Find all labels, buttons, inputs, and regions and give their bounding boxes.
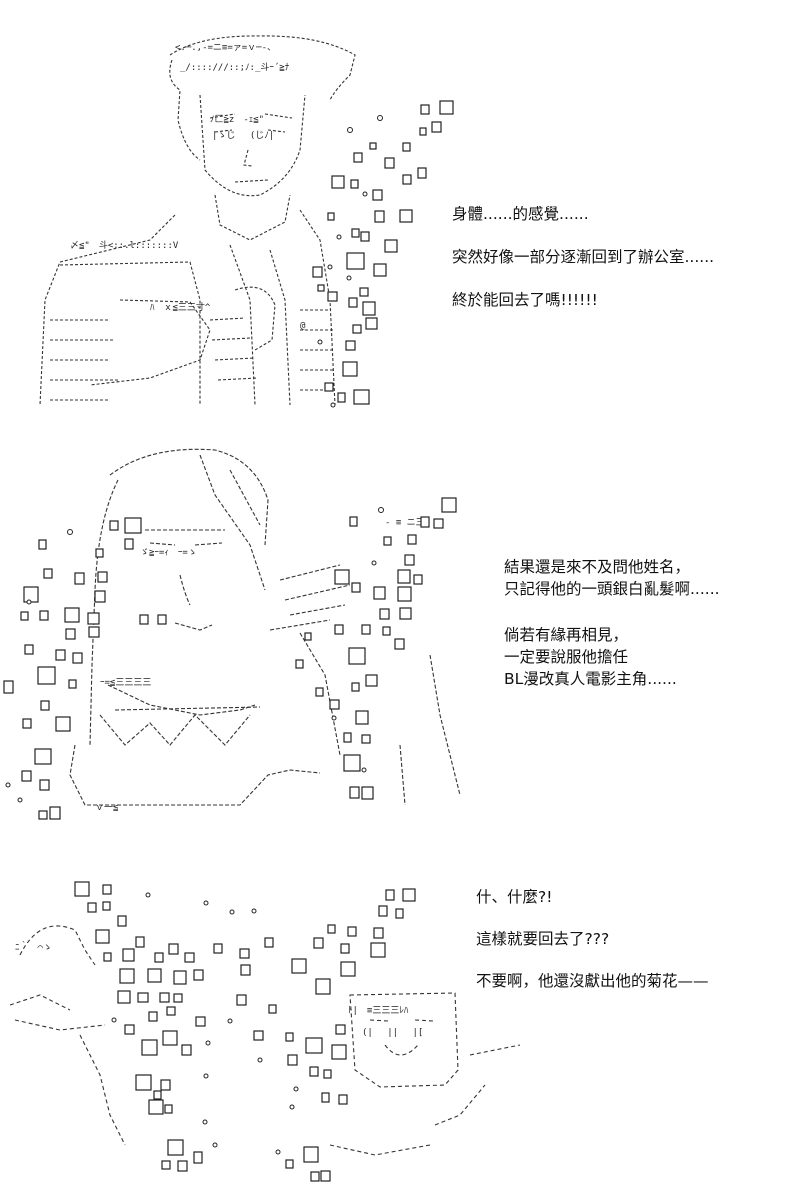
ascii-art-woman-dissolving: ゞ≧ｰ=ｨ ｰ=ゝ - ≡ ニ三 ｰ=≦三三三三 ｖ一≦ [3, 448, 461, 820]
svg-text:<.─.,‐=ニ≡=ァ=ｖ─-、: <.─.,‐=ニ≡=ァ=ｖ─-、 [175, 43, 276, 53]
panel-2: ゞ≧ｰ=ｨ ｰ=ゝ - ≡ ニ三 ｰ=≦三三三三 ｖ一≦ [0, 415, 800, 845]
narration-line: 突然好像一部分逐漸回到了辦公室...... [452, 248, 715, 266]
svg-text:ｖ一≦: ｖ一≦ [95, 803, 119, 813]
narration-line: 只記得他的一頭銀白亂髮啊...... [504, 580, 720, 598]
ascii-art-man-dissolving: <.─.,‐=ニ≡=ァ=ｖ─-、 _/::::///::;ﾉ:_斗ｰ´≧ﾅ ﾉ匚… [39, 35, 454, 408]
narration-line: 這樣就要回去了??? [476, 930, 610, 948]
svg-text:@: @ [300, 321, 306, 331]
narration-line: 倘若有緣再相見， [504, 626, 629, 644]
narration-line: 什、什麼?! [476, 888, 553, 906]
svg-text:ﾄ| ≡三三三ﾚﾊ: ﾄ| ≡三三三ﾚﾊ [348, 1006, 409, 1016]
narration-line: 終於能回去了嗎!!!!!! [452, 291, 598, 309]
narration-text-2: 結果還是來不及問他姓名， 只記得他的一頭銀白亂髮啊...... 倘若有緣再相見，… [504, 556, 720, 690]
svg-text:ゞ≧ｰ=ｨ ｰ=ゝ: ゞ≧ｰ=ｨ ｰ=ゝ [140, 548, 197, 558]
svg-text:ﾊ ｘ≦三三寸^: ﾊ ｘ≦三三寸^ [150, 301, 211, 313]
panel-1: <.─.,‐=ニ≡=ァ=ｖ─-、 _/::::///::;ﾉ:_斗ｰ´≧ﾅ ﾉ匚… [0, 0, 800, 415]
svg-text:|ゝじ (じﾉ|: |ゝじ (じﾉ| [212, 130, 274, 141]
narration-line: 身體......的感覺...... [452, 205, 589, 223]
svg-text:ﾆ｀ ⌒ゝ: ﾆ｀ ⌒ゝ [15, 940, 52, 953]
svg-text:(| || |[: (| || |[ [362, 1028, 423, 1038]
panel-3: ﾄ| ≡三三三ﾚﾊ (| || |[ ﾆ｀ ⌒ゝ [0, 845, 800, 1200]
narration-text-3: 什、什麼?! 這樣就要回去了??? 不要啊，他還沒獻出他的菊花—— [476, 886, 709, 1012]
svg-text:〆≦" 斗<::.l:::::::V: 〆≦" 斗<::.l:::::::V [70, 240, 179, 251]
svg-text:_/::::///::;ﾉ:_斗ｰ´≧ﾅ: _/::::///::;ﾉ:_斗ｰ´≧ﾅ [180, 62, 290, 73]
narration-line: 不要啊，他還沒獻出他的菊花—— [476, 972, 709, 990]
svg-text:ｰ=≦三三三三: ｰ=≦三三三三 [100, 678, 151, 688]
narration-line: 結果還是來不及問他姓名， [504, 558, 691, 576]
narration-line: 一定要說服他擔任 [504, 648, 629, 666]
narration-line: BL漫改真人電影主角...... [504, 670, 677, 688]
ascii-art-figures-dissolving: ﾄ| ≡三三三ﾚﾊ (| || |[ ﾆ｀ ⌒ゝ [9, 881, 521, 1182]
narration-text-1: 身體......的感覺...... 突然好像一部分逐漸回到了辦公室...... … [452, 203, 714, 332]
svg-text:- ≡ ニ三: - ≡ ニ三 [385, 518, 425, 528]
svg-text:ﾉ匚≧z -ｪ≦": ﾉ匚≧z -ｪ≦" [210, 114, 264, 125]
